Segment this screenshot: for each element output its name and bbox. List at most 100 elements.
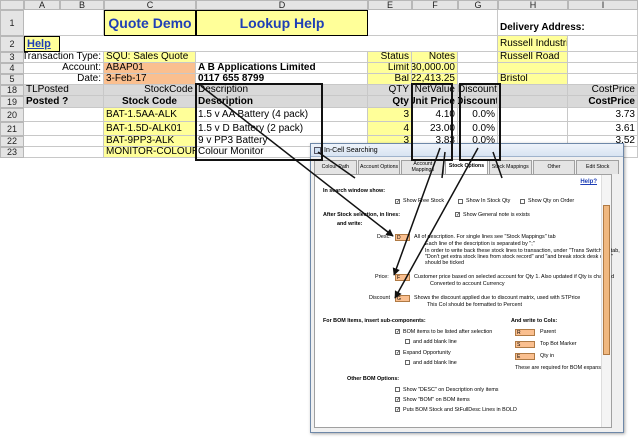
cell-i5[interactable]	[568, 74, 638, 85]
opportunity-blank-line-checkbox[interactable]	[405, 360, 410, 365]
line-stock-code[interactable]: BAT-1.5AA-ALK	[104, 108, 196, 122]
show-free-stock-checkbox[interactable]: ✓	[395, 199, 401, 205]
line-qty[interactable]: 3	[368, 108, 412, 122]
row-header-2[interactable]: 2	[0, 36, 24, 52]
costprice-field-header[interactable]: CostPrice	[568, 85, 638, 96]
puts-bom-bold-checkbox[interactable]: ✓	[395, 407, 401, 413]
netvalue-field-header[interactable]: NetValue	[412, 85, 458, 96]
panel-scrollbar-thumb[interactable]	[603, 205, 610, 355]
line-cost-price[interactable]: 3.73	[568, 108, 638, 122]
cell-i4[interactable]	[568, 63, 638, 74]
cell-h21[interactable]	[498, 122, 568, 136]
cell-i2[interactable]	[568, 36, 638, 52]
cell-i3[interactable]	[568, 52, 638, 63]
line-discount[interactable]: 0.0%	[458, 108, 498, 122]
row-header-4[interactable]: 4	[0, 63, 24, 74]
qty-column-header[interactable]: Qty	[368, 96, 412, 108]
cell-d3[interactable]	[196, 52, 368, 63]
show-general-note-checkbox[interactable]: ✓	[455, 212, 461, 218]
tlposted-header[interactable]: TLPosted	[24, 85, 104, 96]
qty-field-header[interactable]: QTY	[368, 85, 412, 96]
discount-field-header[interactable]: Discount	[458, 85, 498, 96]
column-header-f[interactable]: F	[412, 0, 458, 10]
address-line-blank[interactable]	[498, 63, 568, 74]
select-all-corner[interactable]	[0, 0, 24, 10]
cell-h19[interactable]	[498, 96, 568, 108]
column-header-b[interactable]: B	[60, 0, 104, 10]
posted-column-header[interactable]: Posted ?	[24, 96, 104, 108]
panel-scrollbar[interactable]	[601, 175, 611, 427]
column-header-c[interactable]: C	[104, 0, 196, 10]
stock-code-column-header[interactable]: Stock Code	[104, 96, 196, 108]
line-unit-price[interactable]: 4.10	[412, 108, 458, 122]
row-header-23[interactable]: 23	[0, 147, 24, 158]
tab-account-mappings[interactable]: Account Mappings	[401, 160, 445, 174]
line-stock-code[interactable]: MONITOR-COLOUR	[104, 147, 196, 158]
bom-blank-line-checkbox[interactable]	[405, 339, 410, 344]
tab-colour-path[interactable]: Colour Path	[314, 160, 357, 174]
help-link[interactable]: Help	[24, 36, 60, 52]
dialog-help-link[interactable]: Help?	[580, 179, 597, 185]
desc-column-input[interactable]: D	[395, 234, 410, 241]
column-header-a[interactable]: A	[24, 0, 60, 10]
row-header-1[interactable]: 1	[0, 10, 24, 36]
cost-price-column-header[interactable]: CostPrice	[568, 96, 638, 108]
cell-a23[interactable]	[24, 147, 104, 158]
top-bot-column-input[interactable]: S	[515, 341, 535, 348]
cell-b2[interactable]	[60, 36, 498, 52]
line-cost-price[interactable]: 3.61	[568, 122, 638, 136]
unit-price-column-header[interactable]: Unit Price	[412, 96, 458, 108]
address-line-1[interactable]: Russell Industrial Estate	[498, 36, 568, 52]
column-header-i[interactable]: I	[568, 0, 638, 10]
row-header-20[interactable]: 20	[0, 108, 24, 122]
stockcode-field-header[interactable]: StockCode	[104, 85, 196, 96]
line-stock-code[interactable]: BAT-9PP3-ALK	[104, 136, 196, 147]
description-field-header[interactable]: Description	[196, 85, 368, 96]
discount-column-input[interactable]: G	[395, 295, 410, 302]
line-qty[interactable]: 4	[368, 122, 412, 136]
show-desc-bom-checkbox[interactable]	[395, 387, 400, 392]
row-header-22[interactable]: 22	[0, 136, 24, 147]
cell-a20[interactable]	[24, 108, 104, 122]
qty-in-column-input[interactable]: E	[515, 353, 535, 360]
show-qty-on-order-checkbox[interactable]	[520, 199, 525, 204]
column-header-e[interactable]: E	[368, 0, 412, 10]
column-header-g[interactable]: G	[458, 0, 498, 10]
quote-demo-title[interactable]: Quote Demo	[104, 10, 196, 36]
row-header-3[interactable]: 3	[0, 52, 24, 63]
price-column-input[interactable]: F	[395, 274, 410, 281]
line-discount[interactable]: 0.0%	[458, 122, 498, 136]
parent-column-input[interactable]: R	[515, 329, 535, 336]
cell-g4[interactable]	[458, 63, 498, 74]
show-bom-items-checkbox[interactable]: ✓	[395, 397, 401, 403]
in-cell-searching-dialog[interactable]: In-Cell Searching Colour Path Account Op…	[310, 143, 624, 433]
show-in-stock-qty-checkbox[interactable]	[458, 199, 463, 204]
address-line-2[interactable]: Russell Road	[498, 52, 568, 63]
row-header-18[interactable]: 18	[0, 85, 24, 96]
column-header-d[interactable]: D	[196, 0, 368, 10]
date-value[interactable]: 3-Feb-17	[104, 74, 196, 85]
tab-edit-stock[interactable]: Edit Stock	[576, 160, 620, 174]
cell-g3[interactable]	[458, 52, 498, 63]
line-stock-code[interactable]: BAT-1.5D-ALK01	[104, 122, 196, 136]
row-header-19[interactable]: 19	[0, 96, 24, 108]
cell-a22[interactable]	[24, 136, 104, 147]
cell-a21[interactable]	[24, 122, 104, 136]
tab-other[interactable]: Other	[532, 160, 576, 174]
account-value[interactable]: ABAP01	[104, 63, 196, 74]
expand-opportunity-checkbox[interactable]: ✓	[395, 350, 401, 356]
line-description[interactable]: 1.5 v AA Battery (4 pack)	[196, 108, 368, 122]
notes-label[interactable]: Notes	[412, 52, 458, 63]
cell-h18[interactable]	[498, 85, 568, 96]
transaction-type-value[interactable]: SQU: Sales Quote	[104, 52, 196, 63]
dialog-tabs[interactable]: Colour Path Account Options Account Mapp…	[314, 159, 620, 174]
cell-h20[interactable]	[498, 108, 568, 122]
cell-a1[interactable]	[24, 10, 104, 36]
line-unit-price[interactable]: 23.00	[412, 122, 458, 136]
discount-column-header[interactable]: Discount	[458, 96, 498, 108]
lookup-help-link[interactable]: Lookup Help	[196, 10, 368, 36]
tab-account-options[interactable]: Account Options	[357, 160, 401, 174]
line-description[interactable]: 1.5 v D Battery (2 pack)	[196, 122, 368, 136]
row-header-21[interactable]: 21	[0, 122, 24, 136]
tab-stock-options[interactable]: Stock Options	[445, 159, 488, 174]
